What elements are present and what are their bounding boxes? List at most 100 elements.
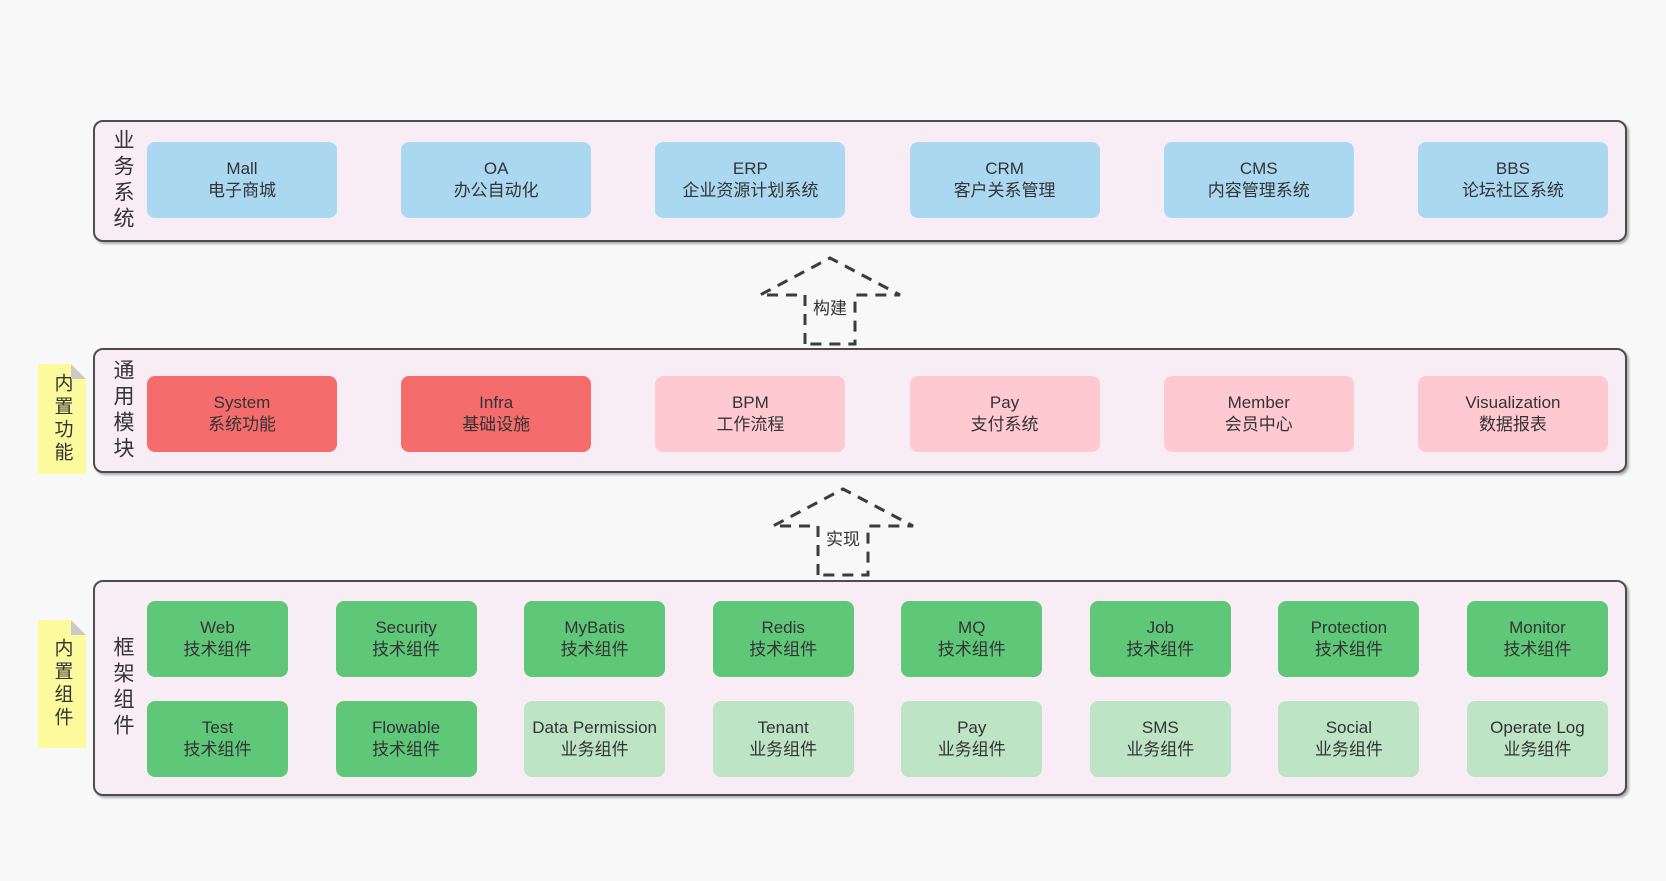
node-subtitle: 技术组件 [1126,640,1195,659]
node-title: Pay [957,717,987,737]
node-title: MQ [958,617,986,637]
node-operate-log: Operate Log 业务组件 [1466,701,1608,777]
node-title: OA [483,158,509,178]
node-erp: ERP 企业资源计划系统 [655,142,846,218]
node-title: SMS [1141,717,1179,737]
node-subtitle: 论坛社区系统 [1461,181,1564,200]
node-subtitle: 业务组件 [749,740,818,759]
node-title: Tenant [757,717,809,737]
node-title: BPM [731,392,769,412]
node-pay-business: Pay 业务组件 [901,701,1043,777]
up-arrow-icon [772,487,914,577]
node-title: CRM [985,158,1024,178]
node-subtitle: 业务组件 [1126,740,1195,759]
common-modules-row: System 系统功能 Infra 基础设施 BPM 工作流程 Pay 支付系统… [147,376,1608,452]
node-flowable: Flowable 技术组件 [335,701,477,777]
node-tenant: Tenant 业务组件 [712,701,854,777]
node-subtitle: 客户关系管理 [953,181,1056,200]
node-protection: Protection 技术组件 [1278,601,1420,677]
node-title: Job [1146,617,1175,637]
node-title: MyBatis [564,617,625,637]
node-title: Test [201,717,234,737]
node-web: Web 技术组件 [147,601,288,677]
node-mall: Mall 电子商城 [147,142,337,218]
node-subtitle: 支付系统 [970,415,1039,434]
node-subtitle: 会员中心 [1224,415,1293,434]
framework-components-label: 框架组件 [111,636,134,740]
node-pay: Pay 支付系统 [909,376,1100,452]
node-title: Pay [989,392,1020,412]
note-built-in-features: 内置功能 [38,364,86,474]
node-data-permission: Data Permission 业务组件 [524,701,666,777]
node-subtitle: 基础设施 [462,415,531,434]
node-subtitle: 技术组件 [372,740,441,759]
framework-row-2: Test 技术组件 Flowable 技术组件 Data Permission … [147,701,1608,777]
arrow-implement-label: 实现 [823,524,863,551]
up-arrow-icon [759,256,901,346]
node-title: Mall [226,158,258,178]
node-subtitle: 电子商城 [208,181,276,200]
node-social: Social 业务组件 [1278,701,1420,777]
common-modules-container: 通用模块 System 系统功能 Infra 基础设施 BPM 工作流程 Pay… [93,348,1627,473]
node-subtitle: 技术组件 [937,640,1006,659]
node-subtitle: 企业资源计划系统 [682,181,819,200]
arrow-implement: 实现 [768,486,918,578]
arrow-build: 构建 [755,255,905,347]
node-sms: SMS 业务组件 [1089,701,1231,777]
node-cms: CMS 内容管理系统 [1163,142,1354,218]
node-title: Infra [479,392,514,412]
node-subtitle: 技术组件 [1314,640,1383,659]
business-systems-row: Mall 电子商城 OA 办公自动化 ERP 企业资源计划系统 CRM 客户关系… [147,142,1608,218]
node-title: CMS [1239,158,1278,178]
node-oa: OA 办公自动化 [401,142,592,218]
node-title: Operate Log [1490,717,1585,737]
note-built-in-components-label: 内置组件 [51,638,73,730]
node-subtitle: 技术组件 [183,740,252,759]
node-infra: Infra 基础设施 [401,376,592,452]
node-subtitle: 技术组件 [183,640,252,659]
node-title: BBS [1495,158,1530,178]
node-mybatis: MyBatis 技术组件 [524,601,666,677]
node-subtitle: 业务组件 [1503,740,1572,759]
node-title: Data Permission [532,717,657,737]
node-title: Social [1325,717,1373,737]
node-title: System [213,392,271,412]
node-test: Test 技术组件 [147,701,288,777]
note-built-in-features-label: 内置功能 [51,373,73,465]
arrow-build-label: 构建 [810,293,850,320]
node-title: Flowable [372,717,441,737]
node-title: Visualization [1465,392,1561,412]
node-subtitle: 业务组件 [560,740,629,759]
note-built-in-components: 内置组件 [38,620,86,748]
node-monitor: Monitor 技术组件 [1466,601,1608,677]
node-member: Member 会员中心 [1163,376,1354,452]
common-modules-label: 通用模块 [111,358,134,463]
node-subtitle: 业务组件 [937,740,1006,759]
framework-components-container: 框架组件 Web 技术组件 Security 技术组件 MyBatis 技术组件… [93,580,1627,796]
node-bbs: BBS 论坛社区系统 [1417,142,1608,218]
framework-row-1: Web 技术组件 Security 技术组件 MyBatis 技术组件 Redi… [147,601,1608,677]
node-subtitle: 技术组件 [372,640,441,659]
node-title: Web [200,617,235,637]
node-subtitle: 工作流程 [716,415,785,434]
node-subtitle: 内容管理系统 [1207,181,1310,200]
node-subtitle: 技术组件 [749,640,818,659]
node-subtitle: 业务组件 [1314,740,1383,759]
node-title: Member [1227,392,1290,412]
node-redis: Redis 技术组件 [712,601,854,677]
node-title: Redis [761,617,805,637]
node-visualization: Visualization 数据报表 [1417,376,1608,452]
node-mq: MQ 技术组件 [901,601,1043,677]
node-bpm: BPM 工作流程 [655,376,846,452]
node-job: Job 技术组件 [1089,601,1231,677]
node-subtitle: 系统功能 [208,415,276,434]
node-subtitle: 办公自动化 [453,181,539,200]
business-systems-container: 业务系统 Mall 电子商城 OA 办公自动化 ERP 企业资源计划系统 CRM… [93,120,1627,242]
business-systems-label: 业务系统 [111,129,134,233]
node-title: ERP [732,158,768,178]
node-system: System 系统功能 [147,376,337,452]
node-title: Security [375,617,437,637]
node-subtitle: 技术组件 [560,640,629,659]
node-title: Monitor [1509,617,1566,637]
node-security: Security 技术组件 [335,601,477,677]
